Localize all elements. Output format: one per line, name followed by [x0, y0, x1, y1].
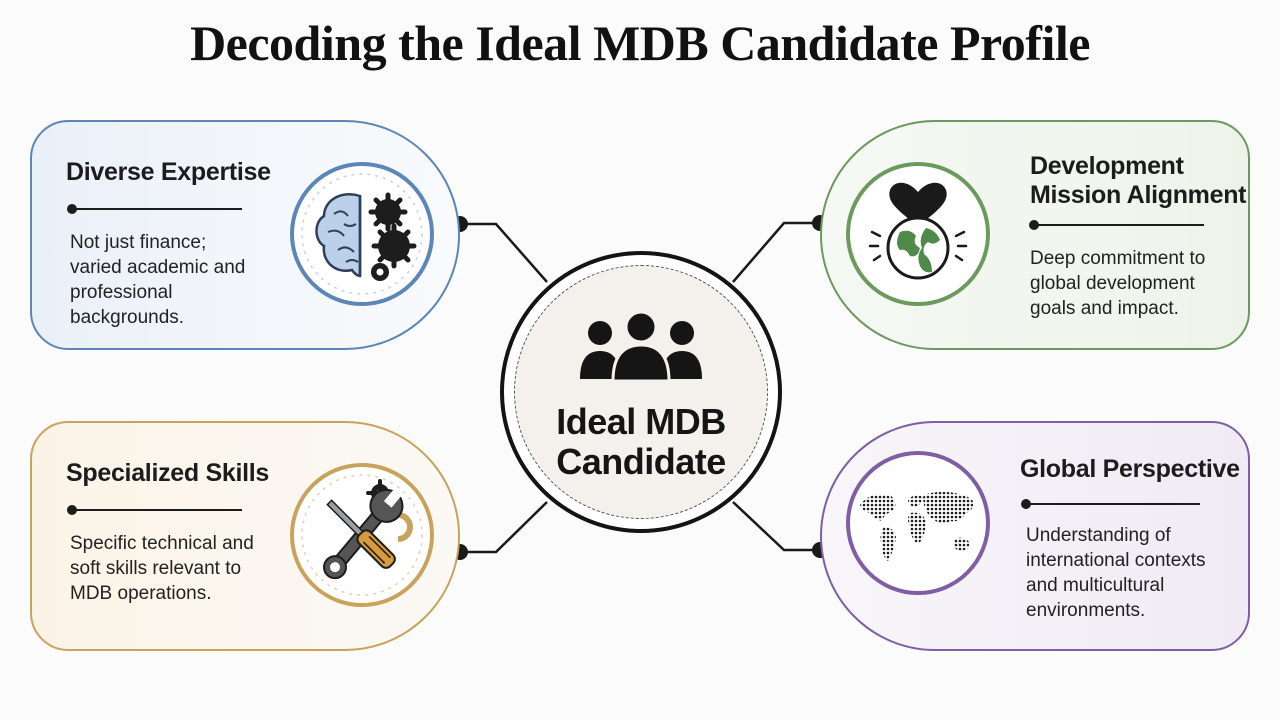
card-description: Deep commitment to global development go… — [1030, 248, 1206, 319]
card-divider — [67, 505, 242, 515]
card-divider — [1029, 220, 1204, 230]
center-hub: Ideal MDB Candidate — [500, 251, 782, 533]
card-specialized-skills: Specialized Skills Specific technical an… — [30, 421, 460, 651]
icon-badge — [846, 451, 990, 595]
connector-bottom-left — [460, 501, 548, 554]
heart-globe-icon — [868, 182, 968, 280]
card-divider — [1021, 499, 1200, 509]
connector-top-left — [460, 222, 548, 283]
card-global-perspective: Global Perspective Understanding of inte… — [820, 421, 1250, 651]
page-title: Decoding the Ideal MDB Candidate Profile — [190, 15, 1090, 71]
world-map-icon — [860, 491, 974, 561]
card-description: Not just finance; varied academic and pr… — [70, 232, 246, 328]
card-mission-alignment: Development Mission Alignment Deep commi… — [820, 120, 1250, 350]
card-divider — [67, 204, 242, 214]
center-hub-inner — [514, 265, 768, 519]
connector-bottom-right — [732, 501, 820, 552]
card-title: Development Mission Alignment — [1030, 152, 1247, 209]
wrench-screwdriver-icon — [301, 474, 423, 596]
card-title: Global Perspective — [1020, 455, 1240, 483]
card-title: Diverse Expertise — [66, 158, 271, 186]
icon-badge — [290, 463, 434, 607]
icon-badge — [846, 162, 990, 306]
brain-gears-icon — [301, 173, 423, 295]
icon-badge — [290, 162, 434, 306]
card-description: Understanding of international contexts … — [1026, 525, 1206, 621]
people-group-icon — [580, 311, 702, 381]
connector-top-right — [732, 221, 820, 283]
card-description: Specific technical and soft skills relev… — [70, 533, 254, 604]
center-label: Ideal MDB Candidate — [556, 401, 726, 482]
card-diverse-expertise: Diverse Expertise Not just finance; vari… — [30, 120, 460, 350]
card-title: Specialized Skills — [66, 459, 270, 487]
